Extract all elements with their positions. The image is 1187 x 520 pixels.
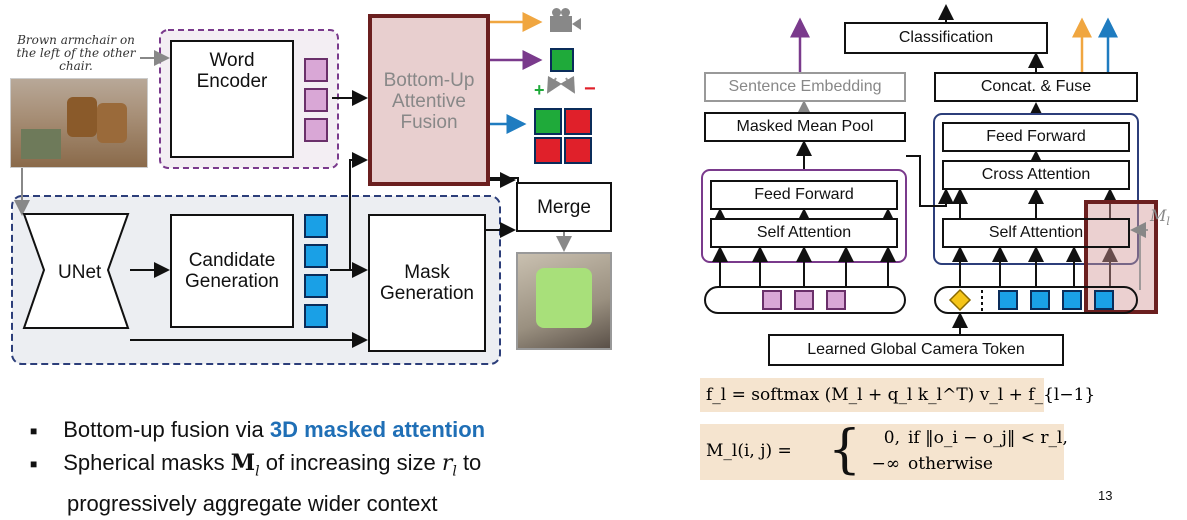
merge-label: Merge [537,196,591,218]
camera-token-diamond [948,288,972,312]
candidate-generation-label: Candidate Generation [184,250,279,292]
classification-box: Classification [844,22,1048,54]
equation-2: M_l(i, j) = { 0, if ‖o_i − o_j‖ < r_l, −… [700,422,1068,480]
query-text: Brown armchair on the left of the other … [16,33,136,73]
scene-image [10,78,148,168]
candidate-square [304,244,328,268]
sentence-embedding-box: Sentence Embedding [704,72,906,102]
bullet-2-cont: progressively aggregate wider context [67,490,438,516]
text-token-bar [704,286,906,314]
text-token [794,290,814,310]
ml-label: Ml [1150,206,1170,229]
candidate-grid [534,108,594,166]
page-number: 13 [1098,488,1113,503]
visual-token-bar [934,286,1138,314]
token-square [304,58,328,82]
highlight-text: 3D masked attention [269,417,486,442]
fusion-box: Bottom-Up Attentive Fusion [368,14,490,186]
bullet-list: ■Bottom-up fusion via 3D masked attentio… [30,414,485,520]
concat-fuse-box: Concat. & Fuse [934,72,1138,102]
word-encoder-box: Word Encoder [170,40,294,158]
word-encoder-label: Word Encoder [196,50,268,92]
bullet-2: ■Spherical masks Ml of increasing size r… [30,450,482,480]
candidate-square [304,304,328,328]
visual-token [1030,290,1050,310]
cross-attention-box: Cross Attention [942,160,1130,190]
feed-forward-right-box: Feed Forward [942,122,1130,152]
equation-1: f_l = softmax (M_l + q_l k_l^T) v_l + f_… [700,378,1095,412]
unet-shape [22,213,130,329]
merge-box: Merge [516,182,612,232]
feed-forward-left-box: Feed Forward [710,180,898,210]
visual-token [998,290,1018,310]
self-attention-right-box: Self Attention [942,218,1130,248]
mask-generation-label: Mask Generation [379,262,474,304]
fusion-label: Bottom-Up Attentive Fusion [383,70,475,133]
token-square [304,118,328,142]
camera-icon [548,8,582,34]
candidate-square [304,214,328,238]
mask-generation-box: Mask Generation [368,214,486,352]
masked-mean-pool-box: Masked Mean Pool [704,112,906,142]
result-image [516,252,612,350]
green-square [550,48,574,72]
minus-icon: − [584,78,596,100]
unet-label: UNet [58,262,102,283]
candidate-square [304,274,328,298]
token-square [304,88,328,112]
bullet-1: ■Bottom-up fusion via 3D masked attentio… [30,417,486,442]
plus-icon: + [534,80,545,100]
mask-overlay [1084,200,1158,314]
text-token [826,290,846,310]
self-attention-left-box: Self Attention [710,218,898,248]
candidate-generation-box: Candidate Generation [170,214,294,328]
text-token [762,290,782,310]
camera-token-box: Learned Global Camera Token [768,334,1064,366]
visual-token [1062,290,1082,310]
visual-token [1094,290,1114,310]
